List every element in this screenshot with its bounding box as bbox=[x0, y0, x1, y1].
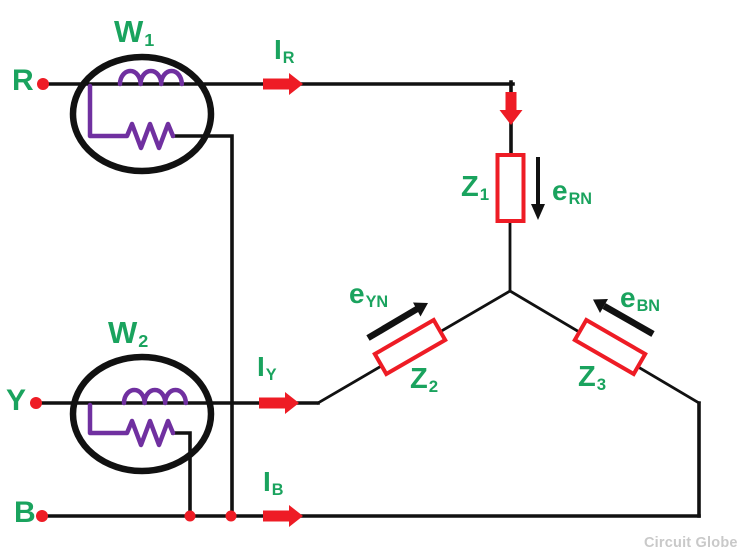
wattmeter-label-w2: W2 bbox=[108, 315, 149, 352]
watermark: Circuit Globe bbox=[644, 535, 738, 551]
wattmeter-label-w1: W1 bbox=[114, 14, 155, 51]
impedance-z1-box bbox=[495, 153, 526, 223]
w1-current-coil-icon bbox=[117, 68, 185, 87]
emf-label-ebn: eBN bbox=[620, 282, 661, 316]
impedance-label-z2: Z2 bbox=[410, 363, 439, 397]
terminal-dot-b bbox=[36, 510, 48, 522]
current-arrow-ir-icon bbox=[263, 73, 303, 95]
current-label-ib: IB bbox=[263, 466, 284, 500]
emf-label-eyn: eYN bbox=[349, 278, 389, 312]
junction-dot-w1-lead bbox=[225, 510, 237, 522]
current-arrow-iy-icon bbox=[259, 392, 299, 414]
emf-label-ern: eRN bbox=[552, 175, 593, 209]
wire-w2-pressure-lead bbox=[171, 431, 192, 518]
w2-voltage-coil-icon bbox=[87, 402, 176, 448]
emf-arrow-eyn-head-icon bbox=[413, 302, 428, 317]
impedance-z3-box bbox=[572, 317, 648, 377]
terminal-dot-r bbox=[37, 78, 49, 90]
emf-arrow-eyn-shaft bbox=[366, 306, 419, 341]
emf-arrow-ern-head-icon bbox=[531, 204, 545, 220]
wattmeter-w1-body bbox=[69, 53, 215, 175]
impedance-label-z1: Z1 bbox=[461, 171, 490, 205]
terminal-dot-y bbox=[30, 397, 42, 409]
w1-voltage-coil-icon bbox=[87, 83, 176, 151]
impedance-label-z3: Z3 bbox=[578, 361, 607, 395]
w2-current-coil-icon bbox=[121, 387, 189, 406]
current-arrow-ib-icon bbox=[263, 505, 303, 527]
wattmeter-w2-body bbox=[69, 353, 215, 475]
emf-arrow-ebn-shaft bbox=[602, 303, 655, 337]
current-arrow-down-icon bbox=[499, 92, 523, 125]
phase-label-r: R bbox=[12, 64, 34, 97]
current-label-ir: IR bbox=[274, 34, 295, 68]
emf-arrow-ebn-head-icon bbox=[593, 299, 608, 313]
wire-w1-pressure-lead bbox=[171, 134, 234, 518]
phase-label-b: B bbox=[14, 496, 36, 529]
impedance-z2-box bbox=[372, 317, 448, 377]
junction-dot-w2-lead bbox=[184, 510, 196, 522]
phase-label-y: Y bbox=[6, 384, 27, 417]
current-label-iy: IY bbox=[257, 351, 277, 385]
